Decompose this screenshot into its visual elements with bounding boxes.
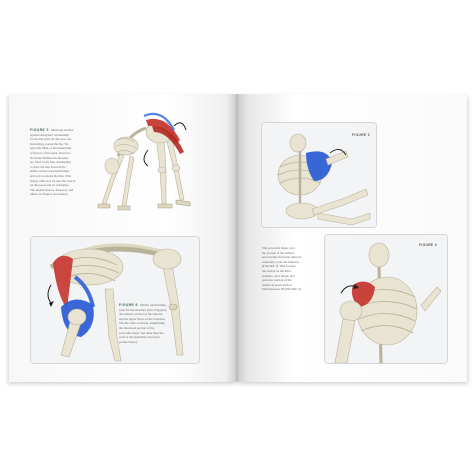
knee-cap <box>168 303 178 311</box>
caption-line: posterior portion of the <box>262 278 292 283</box>
figure-6-label: FIGURE 6 <box>119 303 138 307</box>
caption-line: the shortened portion of the <box>119 325 155 330</box>
caption-line: and acromioclavicular muscles <box>262 255 302 260</box>
arrow-head <box>49 301 54 307</box>
caption-line: spinatus, teres minor, and <box>262 273 295 278</box>
caption-line: pictured here). <box>119 339 138 344</box>
skull <box>104 157 120 175</box>
caption-line: typically think of the hamstrings <box>30 146 72 151</box>
rotation-arrow <box>329 149 347 156</box>
ribcage <box>113 136 139 156</box>
forearm-bone <box>104 288 122 362</box>
caption-line: the stretch on the infra- <box>262 268 292 273</box>
humerus <box>325 150 349 166</box>
latissimus-muscle <box>53 255 73 309</box>
figure-3-panel: FIGURE 3 <box>261 122 377 228</box>
caption-line: on the psoas and its synergists. <box>30 183 70 188</box>
shoulder-joint <box>339 300 363 322</box>
skull <box>289 133 307 153</box>
psoas-muscle <box>143 112 175 131</box>
leg-bone <box>311 188 369 216</box>
caption-line: Similar relationships <box>139 303 167 307</box>
caption-line: lifts the arms overhead, lengthening <box>119 321 165 326</box>
skull <box>368 242 390 268</box>
caption-line: pectoralis major and other muscles, <box>119 330 165 335</box>
hand <box>117 205 131 211</box>
pectoralis-muscle <box>306 151 332 181</box>
figure-4-caption: The pectoralis major over the portion of… <box>262 246 322 292</box>
motion-arrow <box>47 284 52 304</box>
figure-4-illustration <box>325 235 447 363</box>
caption-line: The medial flexors, iliopsoas, and <box>30 187 74 192</box>
caption-line: Marichyasana III (FIGURE 4). <box>262 287 302 292</box>
caption-line: deltoid in poses such as <box>262 282 293 287</box>
knee-cap <box>171 164 181 172</box>
shoulder-joint <box>67 308 87 326</box>
trapezius-muscle <box>73 275 95 308</box>
caption-line: in Uttana Shishosana the knee <box>30 155 69 160</box>
caption-line: to draw the mat towards the <box>30 164 66 169</box>
foot <box>157 203 173 209</box>
figure-3-illustration <box>262 123 376 227</box>
rib-lines <box>115 138 137 155</box>
rib-lines <box>356 289 418 334</box>
figure-4-panel: FIGURE 4 <box>324 234 448 364</box>
book-gutter <box>226 94 248 382</box>
figure-5-label: FIGURE 5 <box>30 128 49 132</box>
pelvis <box>152 248 182 270</box>
foot <box>175 199 191 207</box>
arrow-head <box>353 284 359 289</box>
hamstring-muscle <box>152 126 184 154</box>
caption-line: The pectoralis major over <box>262 246 295 250</box>
caption-line: (FIGURE 3). This focuses <box>262 264 296 269</box>
arm-bone <box>121 155 135 207</box>
figure-4-tag: FIGURE 4 <box>419 243 437 247</box>
caption-line: exist for the shoulder joint. Engaging <box>119 307 167 312</box>
caption-line: such as the latissimus dorsi (not <box>119 335 160 340</box>
caption-line: hands contracts the hamstrings <box>30 169 70 174</box>
figure-3-tag: FIGURE 3 <box>352 133 370 137</box>
figure-5-illustration <box>97 112 191 211</box>
caption-line: as flexors of the knee; however, <box>30 150 71 155</box>
caption-line: hamstrings extend the hip. We <box>30 141 69 146</box>
caption-line: and the upper fibers of the trapezius <box>119 316 165 321</box>
hand <box>97 203 111 209</box>
caption-line: brings calm as it focuses the stretch <box>30 178 76 183</box>
caption-line: the anterior portion of the deltoids <box>119 312 163 317</box>
motion-arrow <box>173 122 187 131</box>
caption-line: and acts to extend the hips. This <box>30 173 71 178</box>
motion-arrow <box>143 149 149 167</box>
caption-line: agonist/antagonist relationship <box>30 132 70 137</box>
caption-line: others are fingers and tension. <box>30 192 69 197</box>
caption-line: the portion of the deltoid, <box>262 250 295 255</box>
caption-line: are fixed to the mat. Attempting <box>30 160 71 165</box>
arm-bone <box>420 286 442 312</box>
figure-6-illustration <box>31 237 199 363</box>
leg-bone <box>317 212 371 226</box>
caption-line: for the hip joint. In this case, the <box>30 137 72 142</box>
humerus <box>334 318 356 363</box>
knee-cap <box>157 166 167 174</box>
caption-line: illustrates another <box>50 128 74 132</box>
caption-line: externally rotate the humerus <box>262 259 300 264</box>
